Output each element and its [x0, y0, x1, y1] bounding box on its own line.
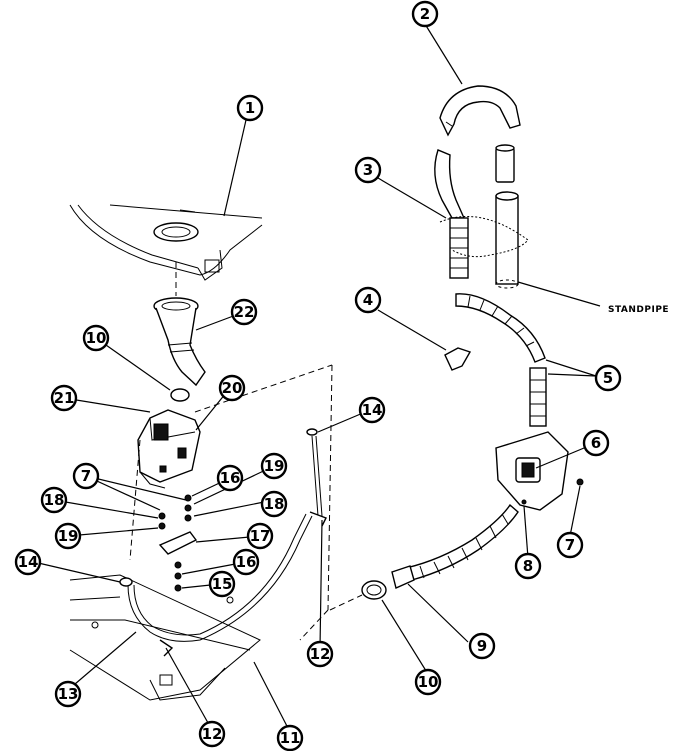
svg-text:12: 12: [202, 725, 223, 743]
clamp-ring-part: [361, 580, 387, 600]
svg-text:11: 11: [280, 729, 301, 747]
svg-text:17: 17: [250, 527, 271, 545]
callout-3: 3: [354, 156, 382, 184]
svg-text:21: 21: [54, 389, 75, 407]
svg-text:13: 13: [58, 685, 79, 703]
rod-part: [311, 435, 319, 517]
callout-15: 15: [208, 570, 236, 598]
callout-22: 22: [230, 298, 258, 326]
callout-12-bottom: 12: [198, 720, 226, 748]
callout-13: 13: [54, 680, 82, 708]
back-plate-part: [495, 431, 584, 511]
standpipe-note: STANDPIPE: [608, 305, 669, 315]
callout-18-right: 18: [260, 490, 288, 518]
callout-12-right: 12: [306, 640, 334, 668]
left-hose-part: [127, 515, 313, 642]
standpipe-part: [495, 191, 519, 289]
callout-17: 17: [246, 522, 274, 550]
callout-10-lower: 10: [414, 668, 442, 696]
callout-4: 4: [354, 286, 382, 314]
leader-lines: [33, 23, 597, 733]
svg-text:19: 19: [58, 527, 79, 545]
svg-text:2: 2: [420, 5, 430, 23]
svg-text:5: 5: [603, 369, 613, 387]
svg-text:12: 12: [310, 645, 331, 663]
callout-21: 21: [50, 384, 78, 412]
svg-text:7: 7: [81, 467, 91, 485]
callout-8: 8: [514, 552, 542, 580]
svg-text:4: 4: [363, 291, 373, 309]
svg-text:16: 16: [220, 469, 241, 487]
hose-hook-part: [439, 85, 521, 137]
callout-14-right: 14: [358, 396, 386, 424]
callout-20: 20: [218, 374, 246, 402]
cabinet-base-part: [69, 574, 261, 701]
callout-19-left: 19: [54, 522, 82, 550]
svg-text:10: 10: [418, 673, 439, 691]
fastener-stack: [158, 494, 198, 592]
callout-7-left: 7: [72, 462, 100, 490]
callout-16-lower: 16: [232, 548, 260, 576]
svg-text:7: 7: [565, 536, 575, 554]
pump-housing-part: [137, 409, 201, 489]
callout-2: 2: [411, 0, 439, 28]
callout-6: 6: [582, 429, 610, 457]
svg-text:20: 20: [222, 379, 243, 397]
lower-drain-hose-part: [391, 503, 519, 589]
svg-text:16: 16: [236, 553, 257, 571]
callout-9: 9: [468, 632, 496, 660]
cap-part: [170, 388, 190, 402]
callout-5: 5: [594, 364, 622, 392]
callout-14-left: 14: [14, 548, 42, 576]
tub-bottom-part: [69, 204, 263, 281]
svg-text:15: 15: [212, 575, 233, 593]
svg-text:10: 10: [86, 329, 107, 347]
svg-text:1: 1: [245, 99, 255, 117]
drain-elbow-part: [153, 297, 206, 387]
callout-10-upper: 10: [82, 324, 110, 352]
hose-section-part: [455, 293, 547, 427]
callout-16-upper: 16: [216, 464, 244, 492]
svg-text:18: 18: [44, 491, 65, 509]
svg-text:9: 9: [477, 637, 487, 655]
svg-text:14: 14: [18, 553, 39, 571]
callout-11: 11: [276, 724, 304, 751]
callout-7-right: 7: [556, 531, 584, 559]
svg-text:3: 3: [363, 161, 373, 179]
clamp-part: [444, 347, 472, 371]
svg-text:6: 6: [591, 434, 601, 452]
svg-text:14: 14: [362, 401, 383, 419]
svg-text:22: 22: [234, 303, 255, 321]
callout-19-right: 19: [260, 452, 288, 480]
chain-part: [439, 215, 529, 258]
drain-hose-part: [434, 149, 469, 279]
callout-1: 1: [236, 94, 264, 122]
svg-text:18: 18: [264, 495, 285, 513]
svg-text:8: 8: [523, 557, 533, 575]
svg-text:19: 19: [264, 457, 285, 475]
callout-18-left: 18: [40, 486, 68, 514]
